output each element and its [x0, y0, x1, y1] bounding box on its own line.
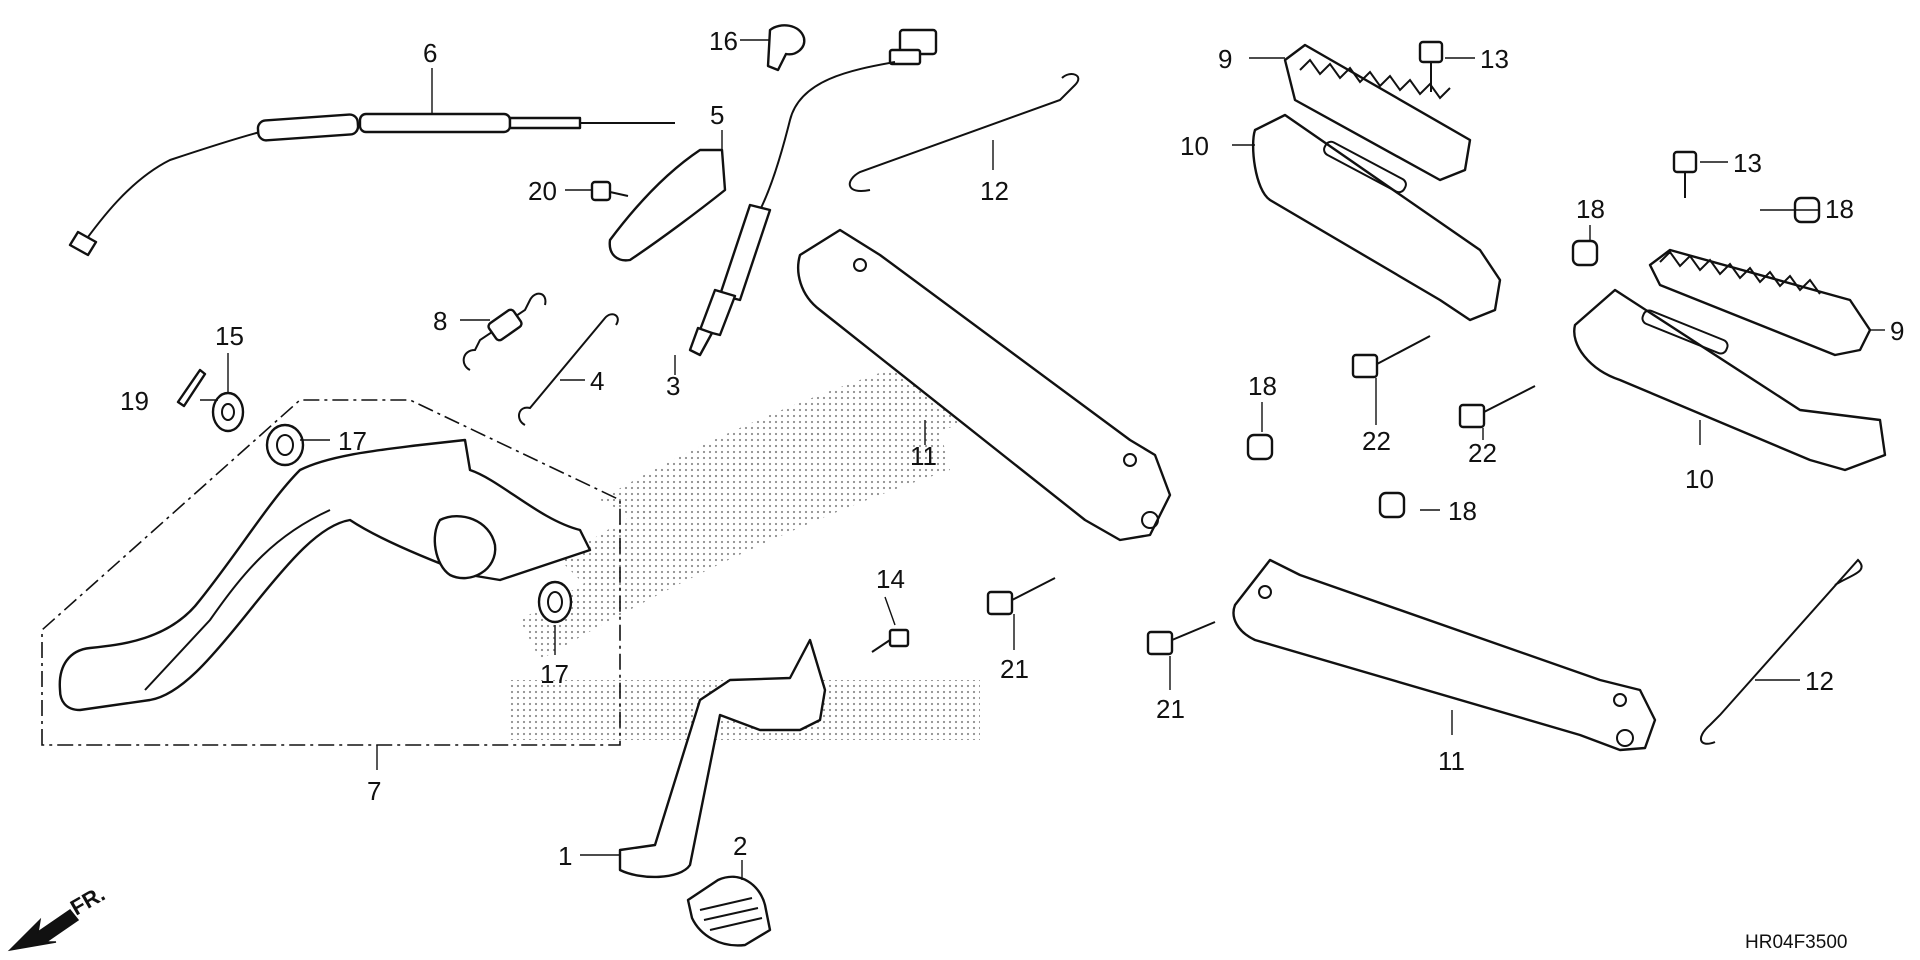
step-bar-lower [1232, 558, 1657, 752]
brake-pedal-assy-outline [41, 399, 621, 746]
callout-18-upper-bar: 18 [1248, 371, 1277, 401]
callout-4: 4 [590, 366, 604, 396]
callout-15: 15 [215, 321, 244, 351]
pin-19 [176, 368, 207, 408]
callout-21-right: 21 [1156, 694, 1185, 724]
callout-9-upper: 9 [1218, 44, 1232, 74]
callout-14: 14 [876, 564, 905, 594]
callout-7: 7 [367, 776, 381, 806]
nut-18b [1378, 491, 1406, 519]
bushing-17b [537, 580, 573, 624]
callout-21-left: 21 [1000, 654, 1029, 684]
bolt-13b [1672, 150, 1698, 198]
step-bracket-upper [1251, 113, 1502, 322]
washer-15 [211, 391, 245, 433]
callout-5: 5 [710, 100, 724, 130]
cover [608, 148, 727, 262]
spring-4 [518, 313, 619, 426]
step-plate-lower [1648, 248, 1872, 357]
rod-upper [848, 73, 1080, 192]
bolt-14 [871, 628, 910, 653]
callout-labels: 6 5 20 16 8 4 3 12 9 10 13 13 18 9 10 18… [120, 26, 1904, 871]
callout-18-lower-bar: 18 [1448, 496, 1477, 526]
callout-19: 19 [120, 386, 149, 416]
nut-18c [1571, 239, 1599, 267]
diagram-code: HR04F3500 [1745, 932, 1847, 953]
step-plate-upper [1283, 43, 1472, 182]
bolt-22a [1351, 335, 1431, 379]
front-arrow: FR. [7, 881, 109, 952]
callout-8: 8 [433, 306, 447, 336]
callout-11-lower: 11 [1438, 746, 1465, 776]
callout-10-lower: 10 [1685, 464, 1714, 494]
rod-lower [1700, 558, 1863, 745]
callout-13-upper: 13 [1480, 44, 1509, 74]
step-bracket-lower [1573, 288, 1887, 472]
callout-6: 6 [423, 38, 437, 68]
callout-12-lower: 12 [1805, 666, 1834, 696]
callout-17-lower: 17 [540, 659, 569, 689]
bushing-17a [265, 423, 305, 467]
callout-2: 2 [733, 831, 747, 861]
callout-18-plate: 18 [1576, 194, 1605, 224]
callout-16: 16 [709, 26, 738, 56]
callout-20: 20 [528, 176, 557, 206]
brake-pedal-arm [58, 438, 592, 712]
callout-3: 3 [666, 371, 680, 401]
nut-18a [1246, 433, 1274, 461]
bolt-13a [1418, 40, 1444, 92]
step-bar-upper [797, 228, 1172, 542]
pedal-rubber [686, 875, 772, 947]
clip [766, 24, 806, 72]
callout-12-upper: 12 [980, 176, 1009, 206]
callout-10-upper: 10 [1180, 131, 1209, 161]
step-pedal [618, 638, 827, 879]
callout-18-upper-right: 18 [1825, 194, 1854, 224]
leader-lines [200, 39, 1885, 880]
callout-22-right: 22 [1468, 438, 1497, 468]
callout-17-upper: 17 [338, 426, 367, 456]
callout-9-lower: 9 [1890, 316, 1904, 346]
bolt-21a [986, 577, 1056, 616]
callout-11-upper: 11 [910, 441, 937, 471]
callout-22-left: 22 [1362, 426, 1391, 456]
stop-switch [688, 28, 938, 357]
brake-cable [68, 112, 675, 257]
bolt-21b [1146, 621, 1216, 656]
spring-8 [462, 292, 547, 371]
callout-1: 1 [558, 841, 572, 871]
bolt-20 [590, 180, 629, 202]
bolt-22b [1458, 385, 1536, 429]
callout-13-lower: 13 [1733, 148, 1762, 178]
